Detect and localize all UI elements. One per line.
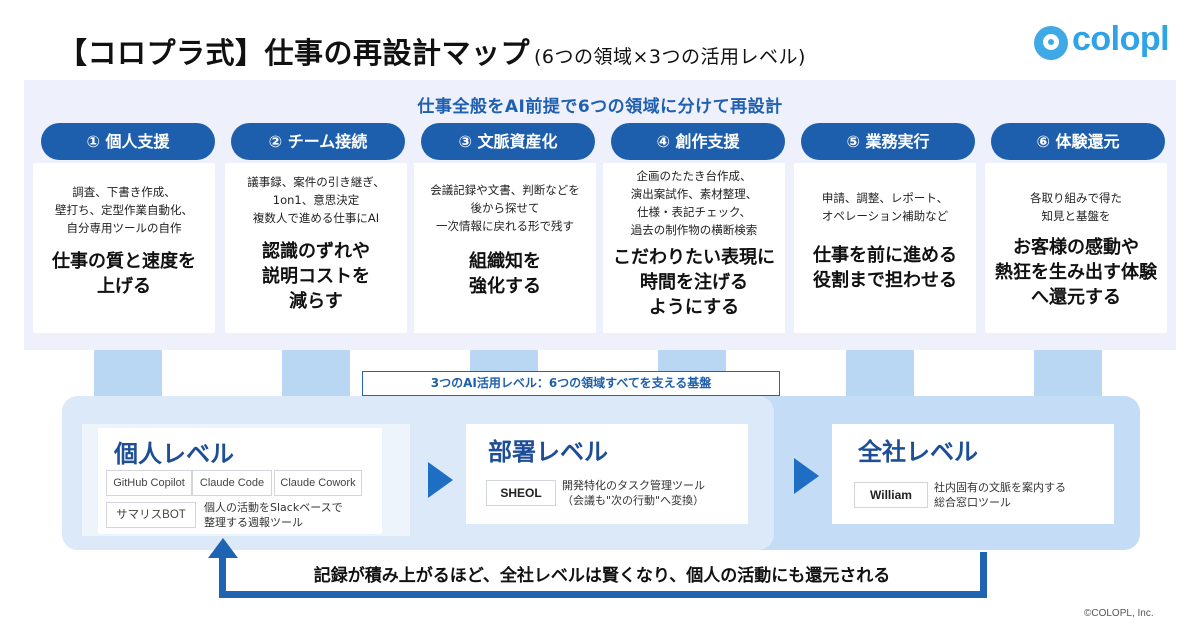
colopl-logo-icon: [1034, 26, 1068, 60]
area-pill-4: ④ 創作支援: [611, 123, 785, 160]
area-key: 仕事の質と速度を 上げる: [52, 251, 196, 297]
area-card-2: 議事録、案件の引き継ぎ、 1on1、意思決定 複数人で進める仕事にAI 認識のず…: [225, 163, 407, 333]
company-level-desc: 社内固有の文脈を案内する 総合窓口ツール: [934, 481, 1066, 509]
area-card-5: 申請、調整、レポート、 オペレーション補助など 仕事を前に進める 役割まで担わせ…: [794, 163, 976, 333]
loop-caption: 記録が積み上がるほど、全社レベルは賢くなり、個人の活動にも還元される: [313, 566, 891, 586]
area-card-3: 会議記録や文書、判断などを 後から探せて 一次情報に戻れる形で残す 組織知を 強…: [414, 163, 596, 333]
department-level-title: 部署レベル: [488, 438, 608, 466]
tag-sheol: SHEOL: [486, 480, 556, 506]
area-key: 組織知を 強化する: [469, 251, 541, 297]
personal-level-card: 個人レベル GitHub Copilot Claude Code Claude …: [82, 424, 410, 536]
area-pill-1: ① 個人支援: [41, 123, 215, 160]
copyright: ©COLOPL, Inc.: [1084, 608, 1154, 619]
connector: [1034, 350, 1102, 400]
personal-level-desc: 個人の活動をSlackベースで 整理する週報ツール: [204, 501, 343, 529]
area-card-1: 調査、下書き作成、 壁打ち、定型作業自動化、 自分専用ツールの自作 仕事の質と速…: [33, 163, 215, 333]
areas-panel: [24, 80, 1176, 350]
loop-arrow-bottom: [219, 591, 987, 598]
arrow-right-icon: [428, 462, 453, 498]
connector: [94, 350, 162, 400]
title-subtitle: (6つの領域×3つの活用レベル): [534, 46, 806, 68]
area-pill-5: ⑤ 業務実行: [801, 123, 975, 160]
area-card-6: 各取り組みで得た 知見と基盤を お客様の感動や 熱狂を生み出す体験 へ還元する: [985, 163, 1167, 333]
arrow-right-icon: [794, 458, 819, 494]
logo-text: colopl: [1072, 20, 1170, 58]
department-level-desc: 開発特化のタスク管理ツール （会議も"次の行動"へ変換）: [562, 479, 705, 507]
area-key: 仕事を前に進める 役割まで担わせる: [813, 245, 957, 291]
area-pill-2: ② チーム接続: [231, 123, 405, 160]
colopl-logo: colopl: [1034, 20, 1184, 68]
company-level-title: 全社レベル: [858, 438, 978, 466]
area-key: お客様の感動や 熱狂を生み出す体験 へ還元する: [995, 237, 1157, 308]
foundation-label: 3つのAI活用レベル：6つの領域すべてを支える基盤: [362, 371, 780, 396]
area-card-4: 企画のたたき台作成、 演出案試作、素材整理、 仕様・表記チェック、 過去の制作物…: [603, 163, 785, 333]
connector: [282, 350, 350, 400]
tag-william: William: [854, 482, 928, 508]
area-key: こだわりたい表現に 時間を注げる ようにする: [613, 247, 775, 318]
areas-heading: 仕事全般をAI前提で6つの領域に分けて再設計: [417, 97, 783, 117]
tag-github-copilot: GitHub Copilot: [106, 470, 192, 496]
area-desc: 会議記録や文書、判断などを 後から探せて 一次情報に戻れる形で残す: [430, 183, 580, 233]
connector: [846, 350, 914, 400]
area-pill-6: ⑥ 体験還元: [991, 123, 1165, 160]
arrow-up-icon: [208, 538, 238, 558]
area-desc: 各取り組みで得た 知見と基盤を: [1030, 191, 1122, 223]
title-main: 【コロプラ式】仕事の再設計マップ: [58, 36, 531, 70]
page-title: 【コロプラ式】仕事の再設計マップ(6つの領域×3つの活用レベル): [58, 30, 806, 72]
personal-level-title: 個人レベル: [114, 440, 234, 468]
area-desc: 申請、調整、レポート、 オペレーション補助など: [821, 191, 949, 223]
tag-summaris-bot: サマリスBOT: [106, 502, 196, 528]
area-desc: 議事録、案件の引き継ぎ、 1on1、意思決定 複数人で進める仕事にAI: [247, 175, 385, 225]
tag-claude-cowork: Claude Cowork: [274, 470, 362, 496]
loop-arrow-right: [980, 552, 987, 598]
tag-claude-code: Claude Code: [192, 470, 272, 496]
area-pill-3: ③ 文脈資産化: [421, 123, 595, 160]
department-level-card: 部署レベル SHEOL 開発特化のタスク管理ツール （会議も"次の行動"へ変換）: [466, 424, 748, 524]
area-desc: 企画のたたき台作成、 演出案試作、素材整理、 仕様・表記チェック、 過去の制作物…: [630, 169, 758, 237]
area-key: 認識のずれや 説明コストを 減らす: [262, 241, 370, 312]
loop-arrow-left: [219, 552, 226, 598]
area-desc: 調査、下書き作成、 壁打ち、定型作業自動化、 自分専用ツールの自作: [55, 185, 193, 235]
company-level-card: 全社レベル William 社内固有の文脈を案内する 総合窓口ツール: [832, 424, 1114, 524]
